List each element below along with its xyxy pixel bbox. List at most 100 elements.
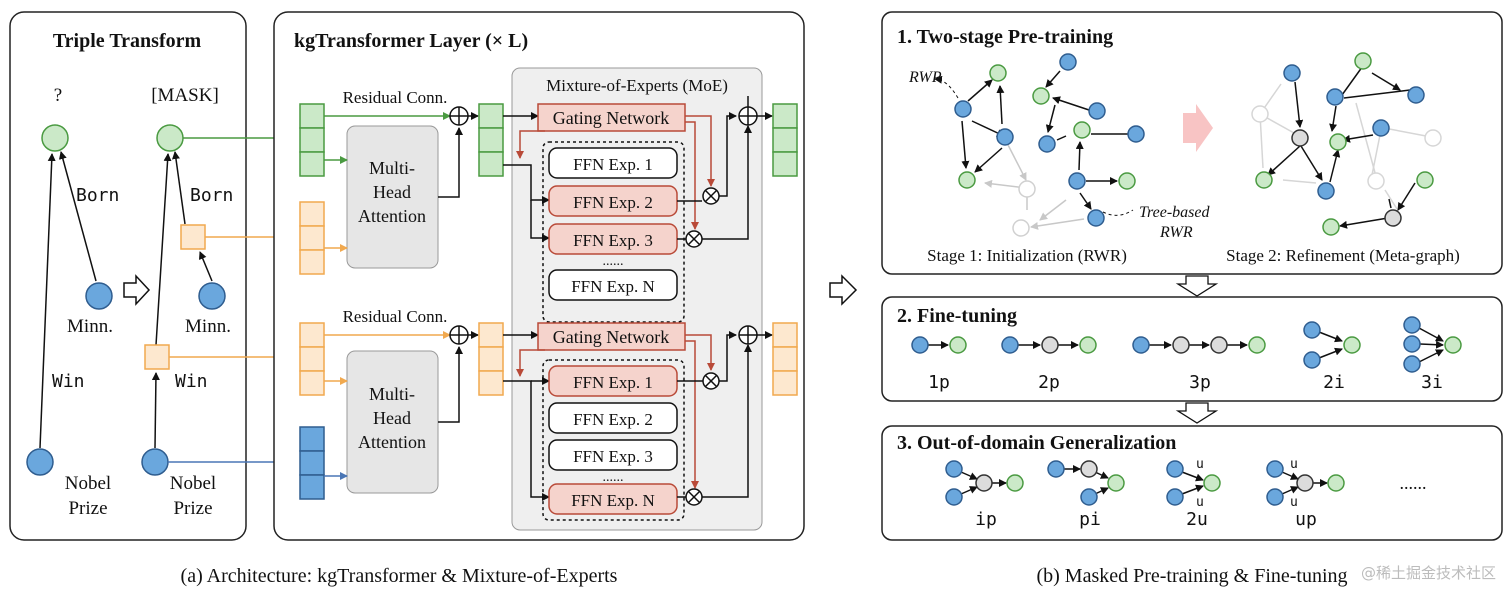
edge-minn-born	[198, 251, 213, 282]
query-label-ip: ip	[975, 509, 997, 530]
target-node-green	[41, 124, 69, 152]
plus-icon-bottom-2	[738, 325, 758, 345]
moe-title: Mixture-of-Experts (MoE)	[546, 76, 728, 95]
ood-panel: 3. Out-of-domain Generalization u u u	[881, 425, 1503, 541]
union-label-up-bottom: u	[1290, 495, 1298, 510]
nobel-label-left-1: Nobel	[65, 473, 111, 494]
transform-arrow-icon	[123, 274, 151, 306]
edge-win-left	[39, 153, 56, 449]
finetune-title: 2. Fine-tuning	[897, 305, 1017, 327]
win-relation-node	[144, 344, 170, 370]
down-arrow-icon-2	[1175, 402, 1219, 424]
union-label-2u-top: u	[1196, 457, 1204, 472]
query-label-2u: 2u	[1186, 509, 1208, 530]
mask-label: [MASK]	[151, 85, 219, 106]
expert-label-1-top: FFN Exp. 1	[573, 155, 653, 174]
plus-icon-bottom-1	[449, 325, 469, 345]
ffn-expert-n-bottom	[548, 483, 678, 515]
pretrain-title: 1. Two-stage Pre-training	[897, 26, 1113, 48]
plus-icon-top-2	[738, 106, 758, 126]
union-label-up-top: u	[1290, 457, 1298, 472]
watermark: @稀土掘金技术社区	[1361, 564, 1496, 582]
minn-node-blue-right	[198, 282, 226, 310]
token-stack-input-green	[299, 103, 325, 177]
token-stack-output-green	[772, 103, 798, 177]
expert-label-n-top: FFN Exp. N	[571, 277, 655, 296]
expert-label-3-bottom: FFN Exp. 3	[573, 447, 653, 466]
plus-icon-top-1	[449, 106, 469, 126]
experts-ellipsis-bottom: ......	[603, 470, 624, 485]
experts-ellipsis-top: ......	[603, 254, 624, 269]
expert-label-3-top: FFN Exp. 3	[573, 231, 653, 250]
pretrain-panel: 1. Two-stage Pre-training	[881, 11, 1503, 275]
mha-label-bottom-3: Attention	[358, 432, 426, 452]
triple-transform-panel: Triple Transform ? [MASK] Born Win Minn.…	[9, 11, 247, 541]
nobel-label-right-2: Prize	[173, 498, 212, 519]
token-stack-output-orange	[772, 322, 798, 396]
expert-label-2-top: FFN Exp. 2	[573, 193, 653, 212]
minn-label-right: Minn.	[185, 316, 231, 337]
expert-label-1-bottom: FFN Exp. 1	[573, 373, 653, 392]
union-label-2u-bottom: u	[1196, 495, 1204, 510]
stage2-caption: Stage 2: Refinement (Meta-graph)	[1226, 246, 1460, 265]
ffn-expert-1-top	[548, 147, 678, 179]
query-label-3p: 3p	[1189, 372, 1211, 393]
query-label-1p: 1p	[928, 372, 950, 393]
born-label-right: Born	[190, 185, 233, 206]
ood-ellipsis: ......	[1400, 473, 1427, 493]
query-label-3i: 3i	[1421, 372, 1443, 393]
edge-born-left	[58, 151, 97, 282]
stage1-caption: Stage 1: Initialization (RWR)	[927, 246, 1127, 265]
finetune-panel: 2. Fine-tuning 1p 2p 3p	[881, 296, 1503, 402]
minn-node-blue	[85, 282, 113, 310]
caption-b: (b) Masked Pre-training & Fine-tuning	[1036, 565, 1347, 587]
stage2-graph	[1251, 52, 1442, 236]
nobel-node-blue-right	[141, 448, 169, 476]
stage1-graph	[934, 53, 1145, 237]
token-stack-input-orange	[299, 201, 325, 275]
born-relation-node	[180, 224, 206, 250]
multiply-icon-top-2	[685, 230, 703, 248]
gating-network-top	[537, 103, 686, 132]
experts-group-top	[542, 141, 685, 323]
residual-label-top: Residual Conn.	[343, 88, 448, 107]
edge-win-target	[155, 153, 172, 346]
expert-label-n-bottom: FFN Exp. N	[571, 491, 655, 510]
section-transition-arrow-icon	[829, 274, 858, 306]
query-label-pi: pi	[1079, 509, 1101, 530]
nobel-label-left-2: Prize	[68, 498, 107, 519]
gating-network-bottom	[537, 322, 686, 351]
ffn-expert-3-bottom	[548, 439, 678, 471]
kgtransformer-layer-panel: kgTransformer Layer (× L) Mixture-of-Exp…	[273, 11, 805, 541]
nobel-label-right-1: Nobel	[170, 473, 216, 494]
multiply-icon-top-1	[702, 187, 720, 205]
multiply-icon-bottom-1	[702, 372, 720, 390]
win-label-right: Win	[175, 371, 208, 392]
win-label-left: Win	[52, 371, 85, 392]
rwr-label: RWR	[908, 69, 942, 86]
mha-label-bottom-1: Multi-	[369, 384, 415, 404]
target-node-green-right	[156, 124, 184, 152]
token-stack-input-orange-bottom	[299, 322, 325, 396]
mha-label-bottom-2: Head	[373, 408, 411, 428]
token-stack-mid-green	[478, 103, 504, 177]
token-stack-mid-orange	[478, 322, 504, 396]
nobel-node-blue	[26, 448, 54, 476]
query-label-up: up	[1295, 509, 1317, 530]
question-mark-label: ?	[54, 85, 62, 106]
mha-label-top-1: Multi-	[369, 158, 415, 178]
layer-block-bottom: Multi- Head Attention Residual Conn.	[299, 307, 798, 521]
ffn-expert-2-bottom	[548, 402, 678, 434]
query-label-2i: 2i	[1323, 372, 1345, 393]
born-label-left: Born	[76, 185, 119, 206]
gating-label-top: Gating Network	[553, 108, 669, 128]
gating-label-bottom: Gating Network	[553, 327, 669, 347]
token-stack-input-blue	[299, 426, 325, 500]
triple-title: Triple Transform	[53, 30, 202, 52]
edge-born-target	[172, 151, 186, 225]
mha-label-top-2: Head	[373, 182, 411, 202]
experts-group-bottom	[542, 359, 685, 521]
query-label-2p: 2p	[1038, 372, 1060, 393]
ood-title: 3. Out-of-domain Generalization	[897, 432, 1176, 454]
